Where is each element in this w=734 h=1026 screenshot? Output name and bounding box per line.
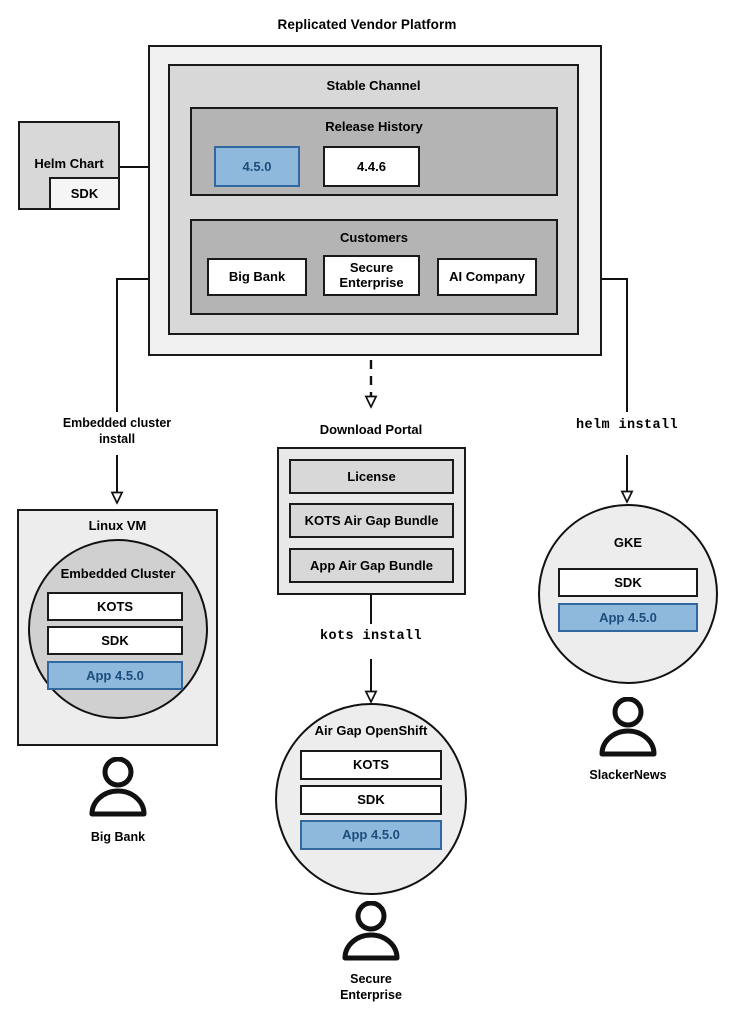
download-portal-item-license[interactable]: License <box>289 459 454 494</box>
release-history-title: Release History <box>325 119 423 135</box>
helm-chart-label: Helm Chart <box>34 156 104 172</box>
linux-vm-component-kots[interactable]: KOTS <box>47 592 183 621</box>
embedded-cluster-title: Embedded Cluster <box>60 566 176 582</box>
actor-caption-line2: Enterprise <box>340 987 402 1002</box>
linux-vm-component-sdk[interactable]: SDK <box>47 626 183 655</box>
release-item-4-5-0[interactable]: 4.5.0 <box>214 146 300 187</box>
gke-component-sdk[interactable]: SDK <box>558 568 698 597</box>
customer-big-bank[interactable]: Big Bank <box>207 258 307 296</box>
customer-secure-enterprise[interactable]: Secure Enterprise <box>323 255 420 296</box>
gke-component-app[interactable]: App 4.5.0 <box>558 603 698 632</box>
linux-vm-component-app[interactable]: App 4.5.0 <box>47 661 183 690</box>
actor-caption-big-bank: Big Bank <box>90 830 146 844</box>
airgap-openshift-component-sdk[interactable]: SDK <box>300 785 442 815</box>
linux-vm-title: Linux VM <box>88 518 147 534</box>
stable-channel-title: Stable Channel <box>326 78 421 94</box>
actor-icon-big-bank <box>89 757 147 817</box>
download-portal-item-app-air-gap-bundle[interactable]: App Air Gap Bundle <box>289 548 454 583</box>
gke-title: GKE <box>613 535 643 551</box>
customers-title: Customers <box>340 230 408 246</box>
release-item-4-4-6[interactable]: 4.4.6 <box>323 146 420 187</box>
customer-ai-company[interactable]: AI Company <box>437 258 537 296</box>
airgap-openshift-component-kots[interactable]: KOTS <box>300 750 442 780</box>
edge-label-line1: Embedded cluster <box>62 416 172 430</box>
download-portal-item-kots-air-gap-bundle[interactable]: KOTS Air Gap Bundle <box>289 503 454 538</box>
helm-chart-sdk-box[interactable]: SDK <box>49 177 120 210</box>
airgap-openshift-component-app[interactable]: App 4.5.0 <box>300 820 442 850</box>
actor-icon-secure-enterprise <box>342 901 400 961</box>
page-title: Replicated Vendor Platform <box>277 17 457 33</box>
edge-label-helm-install: helm install <box>575 418 679 433</box>
edge-label-line2: install <box>98 431 136 446</box>
airgap-openshift-title: Air Gap OpenShift <box>314 723 428 739</box>
actor-icon-slackernews <box>599 697 657 757</box>
actor-caption-secure-enterprise: Secure Enterprise <box>291 972 451 1003</box>
edge-label-kots-install: kots install <box>319 629 423 644</box>
download-portal-title: Download Portal <box>319 422 423 438</box>
edge-label-embedded-cluster-install: Embedded cluster install <box>37 416 197 447</box>
actor-caption-line1: Secure <box>350 972 392 986</box>
actor-caption-slackernews: SlackerNews <box>589 768 667 782</box>
